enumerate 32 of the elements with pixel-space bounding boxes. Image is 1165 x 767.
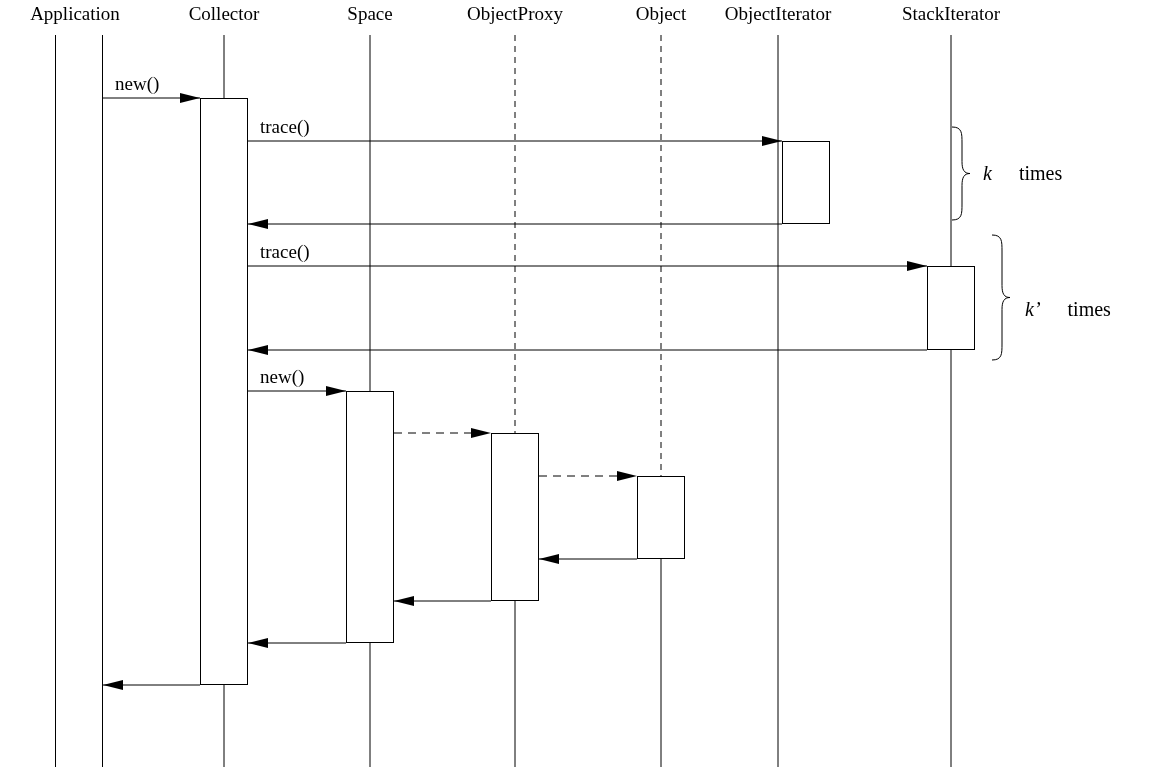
repeat-note: k times: [983, 162, 1063, 185]
activation-bar: [55, 35, 103, 767]
arrow: [247, 386, 347, 396]
participant-name: Collector: [188, 3, 260, 25]
participant-name: Space: [347, 3, 393, 25]
edge-label: trace(): [258, 242, 312, 262]
edge-label: new(): [258, 367, 307, 387]
dashed-arrow: [393, 428, 492, 438]
activation-box: [927, 266, 975, 350]
arrow: [538, 554, 638, 564]
arrow: [247, 638, 347, 648]
arrow: [102, 680, 201, 690]
edge-label: trace(): [258, 117, 312, 137]
activation-box: [200, 98, 248, 685]
activation-box: [782, 141, 830, 224]
arrow: [102, 93, 201, 103]
arrow: [247, 345, 928, 355]
edge-label: new(): [113, 74, 162, 94]
arrow: [247, 219, 783, 229]
participant-name: Object: [635, 3, 687, 25]
activation-box: [346, 391, 394, 643]
participant-name: ObjectProxy: [467, 3, 563, 25]
arrow: [393, 596, 492, 606]
activation-box: [491, 433, 539, 601]
repeat-note: k’ times: [1025, 298, 1111, 321]
arrow: [247, 136, 783, 146]
participant-name: Application: [30, 3, 120, 25]
participant-name: StackIterator: [901, 3, 1001, 25]
activation-box: [637, 476, 685, 559]
dashed-arrow: [538, 471, 638, 481]
arrow: [247, 261, 928, 271]
participant-name: ObjectIterator: [724, 3, 832, 25]
